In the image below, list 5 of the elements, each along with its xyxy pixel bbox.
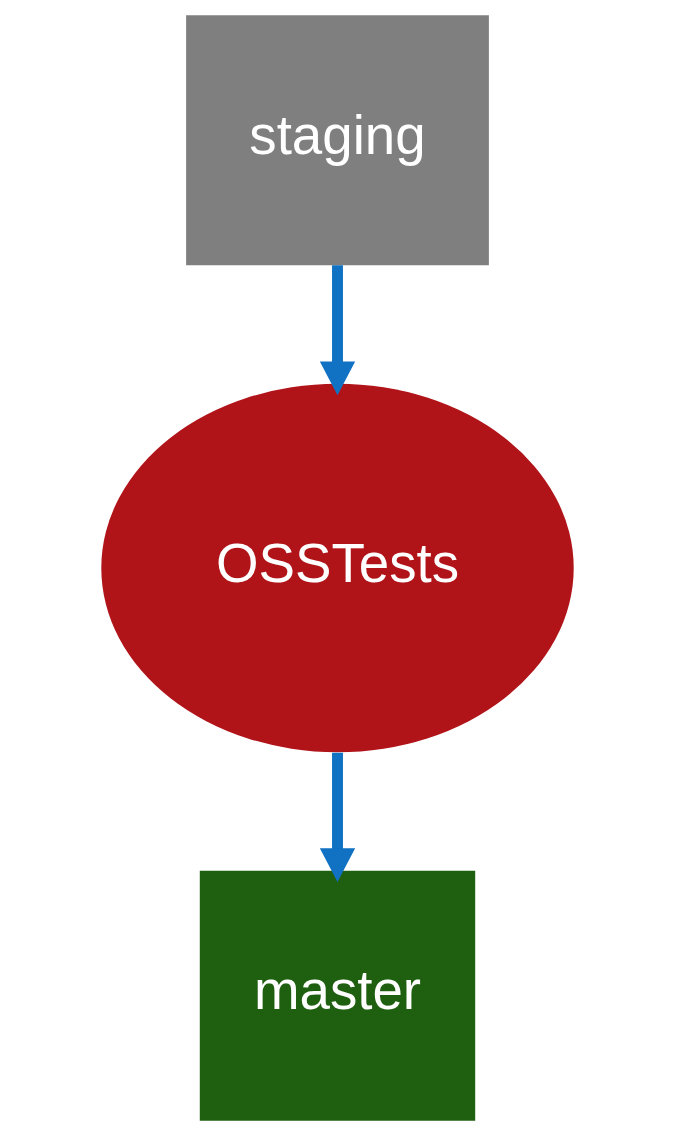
node-box: master (199, 870, 475, 1121)
node-box: staging (185, 15, 489, 266)
node-ellipse: OSSTests (100, 383, 574, 753)
arrow (319, 752, 355, 882)
arrow (319, 265, 355, 396)
